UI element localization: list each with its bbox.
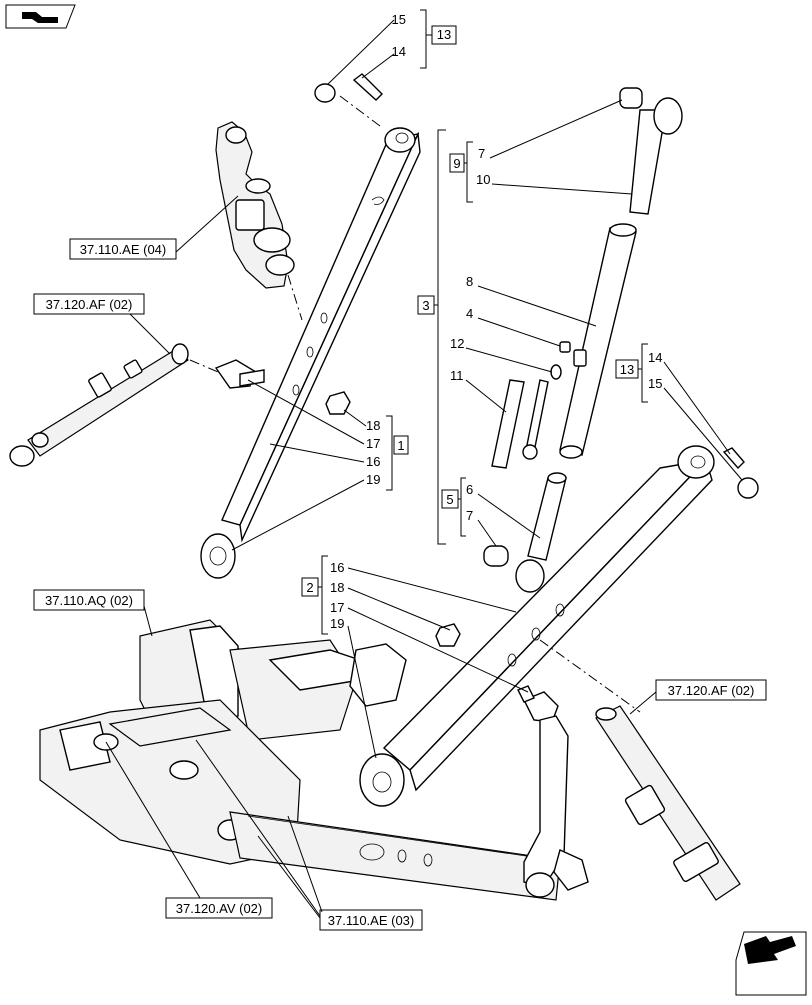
- item-17-g1: 17: [366, 436, 380, 451]
- item-7-g5: 7: [466, 508, 473, 523]
- box-3: 3: [422, 298, 429, 313]
- group-5: 5 6 7: [441, 477, 541, 547]
- item-4: 4: [466, 306, 473, 321]
- item-14-right: 14: [648, 350, 662, 365]
- pins-top: [314, 73, 383, 103]
- box-9: 9: [453, 156, 460, 171]
- ref-ae03[interactable]: 37.110.AE (03): [195, 739, 423, 931]
- lower-rod-5: [483, 472, 567, 593]
- toplink-body-3: [491, 223, 637, 469]
- ref-aq02[interactable]: 37.110.AQ (02): [33, 589, 153, 637]
- item-7-g9: 7: [478, 146, 485, 161]
- item-18-g2: 18: [330, 580, 344, 595]
- item-12: 12: [450, 336, 464, 351]
- next-page-icon[interactable]: [735, 931, 807, 996]
- previous-page-icon[interactable]: [5, 4, 76, 29]
- item-16-g1: 16: [366, 454, 380, 469]
- box-2: 2: [306, 580, 313, 595]
- ref-av02[interactable]: 37.120.AV (02): [105, 741, 273, 919]
- box-1: 1: [397, 438, 404, 453]
- svg-text:37.120.AF (02): 37.120.AF (02): [668, 683, 755, 698]
- ref-af02-left[interactable]: 37.120.AF (02): [33, 293, 171, 355]
- lift-arm-left: [200, 95, 421, 579]
- box-5: 5: [446, 492, 453, 507]
- item-10-g9: 10: [476, 172, 490, 187]
- group-13-top: 15 14 13: [327, 9, 457, 85]
- item-11: 11: [450, 368, 464, 383]
- group-13-right: 13 14 15: [615, 343, 743, 481]
- upper-link-9: [619, 87, 683, 215]
- svg-text:37.120.AV (02): 37.120.AV (02): [176, 901, 262, 916]
- svg-text:37.110.AE (04): 37.110.AE (04): [80, 242, 166, 257]
- group-2: 2 16 18 17 19: [301, 555, 529, 759]
- stabilizer-right: [595, 705, 741, 901]
- group-1: 18 17 16 19 1: [231, 379, 409, 551]
- item-19-g1: 19: [366, 472, 380, 487]
- item-16-g2: 16: [330, 560, 344, 575]
- pins-right: [722, 447, 759, 499]
- item-6-g5: 6: [466, 482, 473, 497]
- ref-ae04[interactable]: 37.110.AE (04): [69, 195, 239, 260]
- item-15-right: 15: [648, 376, 662, 391]
- stabilizer-left: [9, 343, 219, 467]
- item-18-g1: 18: [366, 418, 380, 433]
- item-14-top: 14: [392, 44, 406, 59]
- box-13-right: 13: [620, 362, 634, 377]
- lift-arm-right: [359, 445, 715, 807]
- box-13-top: 13: [437, 27, 451, 42]
- group-3: 3 8 4 12 11: [417, 129, 597, 545]
- ball-end-left: [214, 359, 351, 415]
- item-17-g2: 17: [330, 600, 344, 615]
- item-19-g2: 19: [330, 616, 344, 631]
- lift-rod-upper-left: [215, 121, 303, 321]
- item-15-top: 15: [392, 12, 406, 27]
- hitch-frame-bottom: [39, 619, 589, 901]
- svg-text:37.110.AQ (02): 37.110.AQ (02): [45, 593, 133, 608]
- svg-text:37.120.AF (02): 37.120.AF (02): [46, 297, 133, 312]
- svg-text:37.110.AE (03): 37.110.AE (03): [328, 913, 414, 928]
- ref-af02-right[interactable]: 37.120.AF (02): [629, 679, 767, 715]
- group-9: 9 7 10: [449, 99, 633, 203]
- item-8: 8: [466, 274, 473, 289]
